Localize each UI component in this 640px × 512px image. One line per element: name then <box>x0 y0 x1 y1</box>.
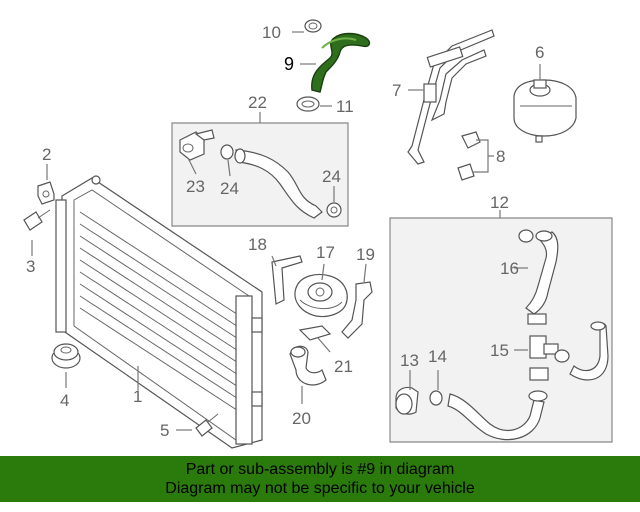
callout-18: 18 <box>248 235 267 254</box>
callout-12: 12 <box>490 193 509 212</box>
callout-1: 1 <box>133 387 142 406</box>
hose-connectors-8[interactable] <box>457 131 481 181</box>
callout-24a: 24 <box>220 179 239 198</box>
coolant-hose-9[interactable] <box>311 32 371 93</box>
callout-19: 19 <box>356 245 375 264</box>
callout-8: 8 <box>496 147 505 166</box>
callout-9: 9 <box>284 54 294 74</box>
callout-10: 10 <box>262 23 281 42</box>
elbow-13[interactable] <box>395 386 419 415</box>
group-box-12 <box>389 217 613 443</box>
bolt-3[interactable] <box>23 209 51 231</box>
callout-21: 21 <box>334 357 353 376</box>
info-banner: Part or sub-assembly is #9 in diagram Di… <box>0 456 640 502</box>
clamp-12[interactable] <box>518 229 534 243</box>
hose-20[interactable] <box>289 345 327 386</box>
banner-line-1: Part or sub-assembly is #9 in diagram <box>185 461 455 478</box>
rubber-mount[interactable] <box>51 343 81 369</box>
callout-4: 4 <box>60 391 69 410</box>
callout-5: 5 <box>160 421 169 440</box>
banner-line-2: Diagram may not be specific to your vehi… <box>165 480 475 497</box>
expansion-tank[interactable] <box>513 79 577 143</box>
callout-labels: 1 2 3 4 5 6 7 8 9 10 11 12 13 14 15 16 1… <box>26 23 544 440</box>
hose-clamp-10[interactable] <box>304 19 322 33</box>
hose-clamp-11[interactable] <box>296 96 320 112</box>
clamp-24[interactable] <box>220 144 234 160</box>
callout-20: 20 <box>292 409 311 428</box>
callout-3: 3 <box>26 257 35 276</box>
bracket-18[interactable] <box>271 255 303 305</box>
radiator[interactable] <box>55 175 263 449</box>
clamp-24b[interactable] <box>326 202 342 218</box>
long-hose[interactable] <box>447 390 548 441</box>
callout-22: 22 <box>248 93 267 112</box>
t-connector-15[interactable] <box>527 313 570 381</box>
callout-6: 6 <box>535 43 544 62</box>
hose-right[interactable] <box>569 321 609 381</box>
water-pump[interactable] <box>294 273 348 318</box>
bracket-clip[interactable] <box>37 181 55 205</box>
clamp-21[interactable] <box>298 325 332 341</box>
connector-23[interactable] <box>179 129 215 161</box>
callout-15: 15 <box>490 341 509 360</box>
clamp-14[interactable] <box>429 390 443 406</box>
callout-17: 17 <box>316 243 335 262</box>
callout-16: 16 <box>500 259 519 278</box>
callout-14: 14 <box>428 347 447 366</box>
callout-7: 7 <box>392 81 401 100</box>
coolant-pipes[interactable] <box>407 29 495 165</box>
leader-lines <box>31 31 541 431</box>
callout-2: 2 <box>42 145 51 164</box>
bracket-19[interactable] <box>341 281 373 339</box>
hose-22[interactable] <box>234 148 323 219</box>
callout-11: 11 <box>336 97 354 116</box>
diagram-canvas: 1 2 3 4 5 6 7 8 9 10 11 12 13 14 15 16 1… <box>23 19 613 449</box>
callout-23: 23 <box>186 177 205 196</box>
bolt-5[interactable] <box>195 413 219 437</box>
callout-13: 13 <box>400 351 419 370</box>
callout-24b: 24 <box>322 167 341 186</box>
